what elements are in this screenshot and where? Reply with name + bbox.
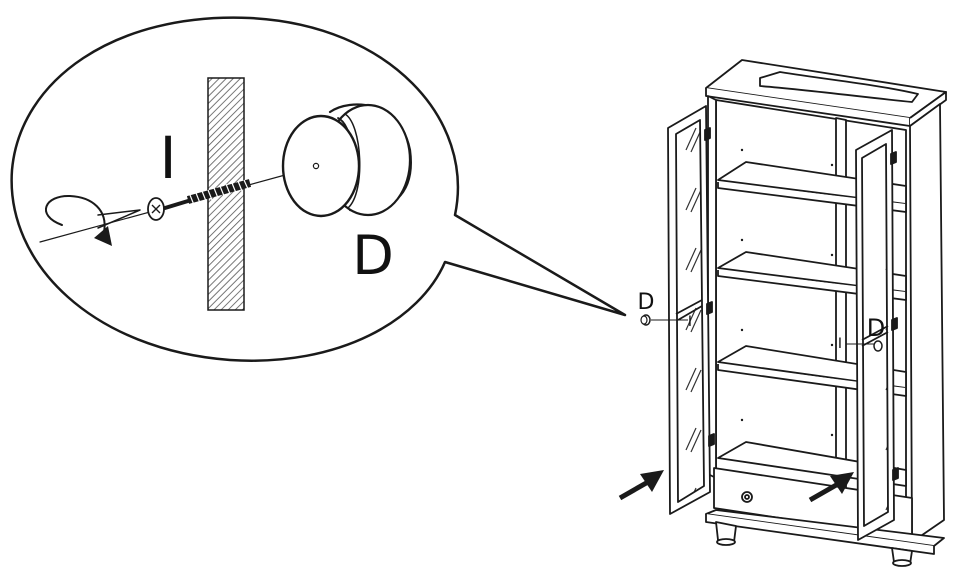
- right-door-screw-label: I: [838, 336, 842, 352]
- left-door-knob-label: D: [638, 290, 655, 315]
- part-label-knob: D: [352, 224, 394, 287]
- right-door-knob-marker: [846, 340, 883, 352]
- left-door-screw-label: I: [688, 314, 692, 330]
- rotate-arrow-icon: [45, 194, 106, 233]
- part-label-screw: I: [159, 124, 176, 192]
- knob-face-icon: [281, 114, 361, 218]
- wall-section: [207, 77, 245, 311]
- callout-bubble-outline: [10, 16, 627, 362]
- right-door-knob-label: D: [867, 314, 885, 342]
- right-glass-door: [855, 129, 899, 541]
- zoom-callout: [10, 16, 627, 362]
- knob-detail: [281, 103, 412, 218]
- left-glass-door: [667, 105, 715, 515]
- top-crown-molding: [759, 71, 919, 103]
- left-door-knob-marker: [640, 314, 688, 326]
- push-arrow-right-icon: [808, 472, 854, 503]
- screw-detail: [39, 171, 297, 246]
- push-arrow-left-icon: [618, 470, 664, 501]
